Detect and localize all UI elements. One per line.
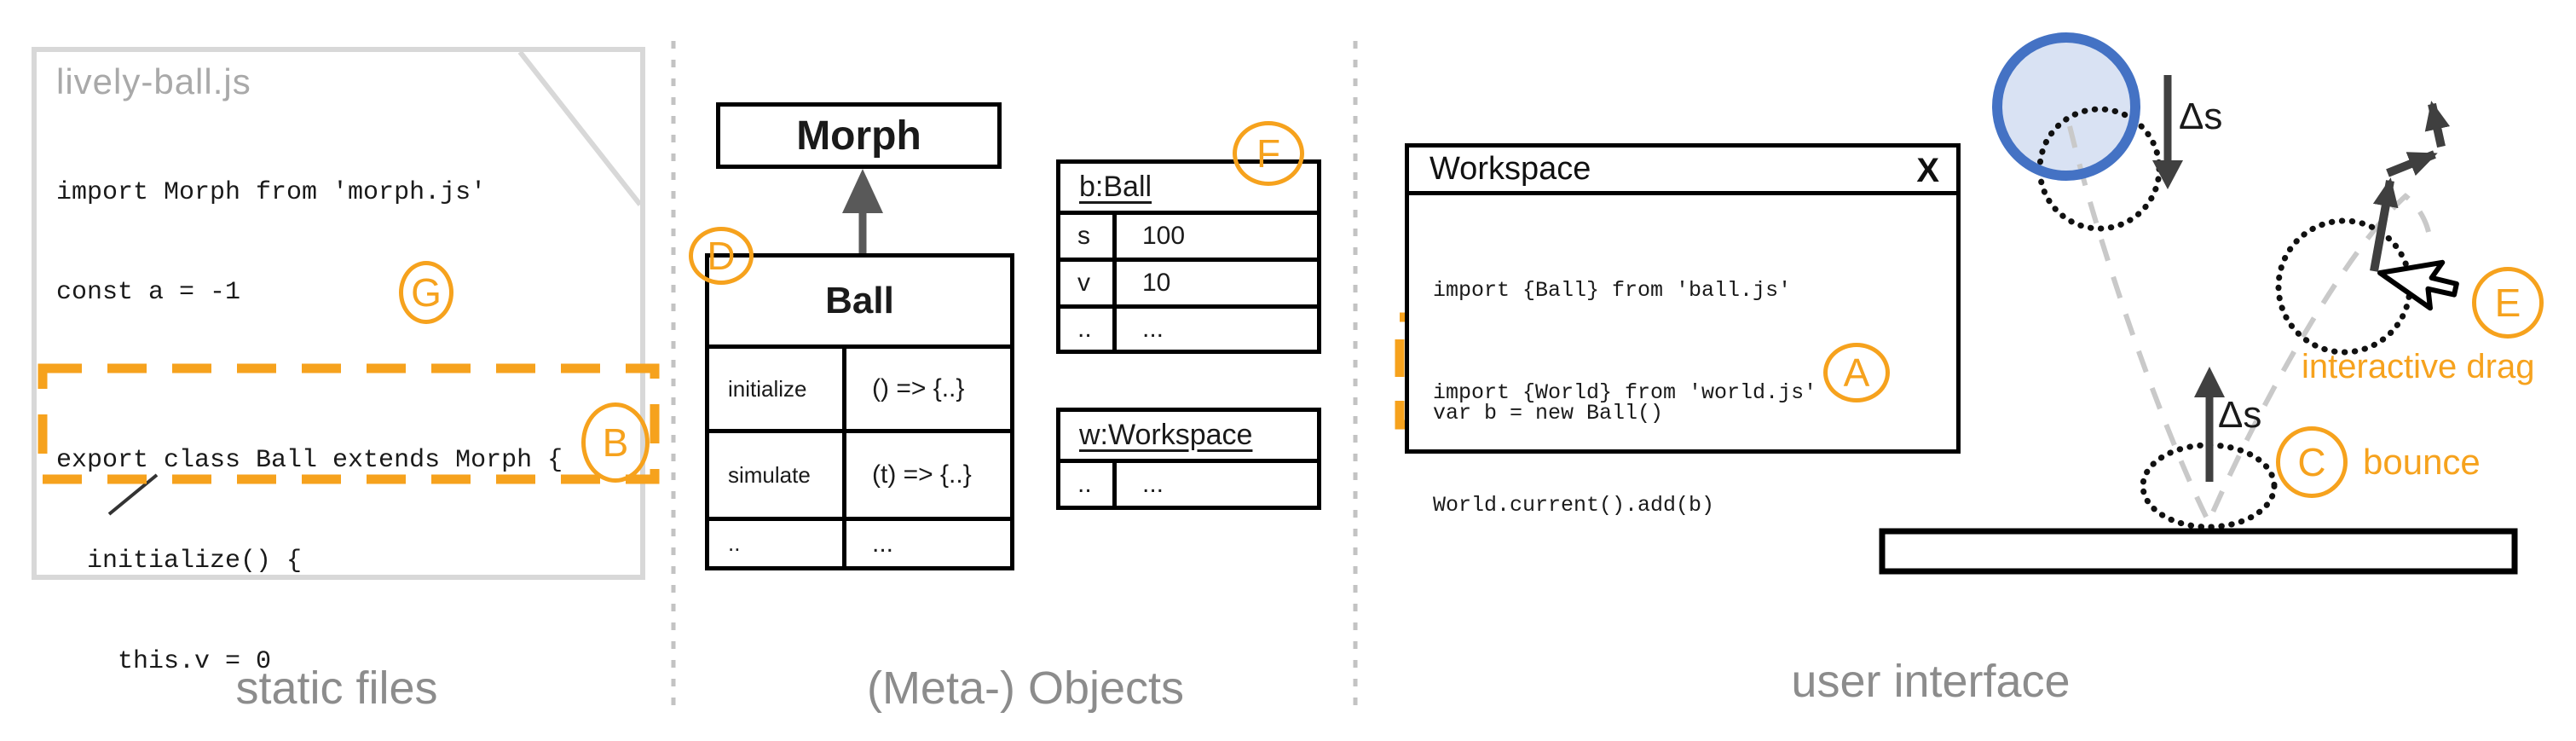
slot-name-cell: s	[1060, 215, 1117, 258]
slot-value-cell: ...	[1142, 470, 1164, 498]
drag-path-arrow-1	[2370, 177, 2399, 272]
cursor-icon	[2377, 259, 2459, 311]
interactive-drag-label: interactive drag	[2302, 348, 2535, 385]
file-title: lively-ball.js	[56, 61, 251, 101]
code-line: export class Ball extends Morph {	[56, 445, 563, 475]
b-ball-object-table: b:Ball s 100 v 10 .. ...	[1056, 159, 1321, 354]
slot-name-cell: ..	[1060, 309, 1117, 350]
morph-class-box: Morph	[716, 102, 1002, 169]
method-value-cell: (t) => {..}	[872, 460, 972, 489]
delta-s-label-bounce: Δs	[2218, 394, 2262, 436]
method-name-cell: ..	[709, 521, 846, 566]
table-row: .. ...	[709, 517, 1010, 566]
table-row: initialize () => {..}	[709, 344, 1010, 429]
ground-platform	[1879, 528, 2518, 575]
workspace-window-title: Workspace	[1430, 151, 1591, 187]
section-label-user-interface: user interface	[1791, 656, 2071, 707]
code-line: var b = new Ball()	[1433, 401, 1664, 425]
annotation-circle-b: B	[581, 402, 650, 483]
table-row: simulate (t) => {..}	[709, 429, 1010, 517]
method-value-cell: ...	[872, 529, 894, 558]
trajectory-path	[2067, 125, 2431, 529]
code-line: import {World} from 'world.js'	[1433, 380, 1817, 405]
delta-s-down-arrow-head	[2152, 160, 2183, 189]
annotation-circle-a: A	[1823, 343, 1890, 402]
annotation-circle-d: D	[689, 227, 754, 285]
code-line: import Morph from 'morph.js'	[56, 177, 487, 207]
drag-path-arrow-2	[2386, 150, 2438, 177]
ghost-ball-drag	[2275, 217, 2413, 356]
delta-s-up-arrow-head	[2194, 367, 2225, 397]
annotation-circle-c: C	[2276, 426, 2348, 498]
close-button[interactable]: X	[1916, 152, 1939, 189]
file-code-block: import Morph from 'morph.js' const a = -…	[56, 109, 563, 741]
method-name-cell: simulate	[709, 433, 846, 517]
annotation-circle-g: G	[399, 261, 453, 324]
workspace-eval-code[interactable]: var b = new Ball() World.current().add(b…	[1433, 337, 1714, 582]
drag-path-arrow-3	[2424, 101, 2451, 148]
code-line: initialize() {	[56, 546, 303, 576]
code-line: const a = -1	[56, 278, 241, 308]
w-workspace-object-title-text: w:Workspace	[1079, 419, 1253, 451]
code-line: World.current().add(b)	[1433, 493, 1715, 518]
annotation-circle-f: F	[1233, 121, 1304, 186]
section-label-meta-objects: (Meta-) Objects	[866, 663, 1185, 714]
annotation-circle-e: E	[2472, 267, 2544, 339]
b-ball-object-title: b:Ball	[1060, 164, 1317, 211]
section-label-static-files: static files	[235, 663, 438, 714]
file-shape	[32, 47, 645, 580]
code-line: this.v = 0	[56, 646, 272, 676]
inheritance-arrow-head	[842, 169, 883, 213]
workspace-titlebar[interactable]: Workspace X	[1409, 148, 1956, 195]
table-row: v 10	[1060, 258, 1317, 304]
slot-name-cell: ..	[1060, 463, 1117, 506]
bounce-label: bounce	[2363, 442, 2481, 482]
slot-value-cell: ...	[1142, 315, 1164, 343]
slot-value-cell: 10	[1142, 269, 1171, 297]
code-line: import {Ball} from 'ball.js'	[1433, 278, 1792, 303]
ball-class-table: Ball initialize () => {..} simulate (t) …	[705, 253, 1014, 570]
table-row: .. ...	[1060, 459, 1317, 506]
highlight-box-b	[38, 363, 660, 484]
w-workspace-object-title: w:Workspace	[1060, 412, 1317, 459]
table-row: .. ...	[1060, 304, 1317, 350]
ball-icon[interactable]	[1992, 32, 2140, 181]
w-workspace-object-table: w:Workspace .. ...	[1056, 408, 1321, 510]
method-name-cell: initialize	[709, 349, 846, 429]
file-fold-crease	[517, 50, 643, 206]
slot-name-cell: v	[1060, 262, 1117, 304]
ball-fill	[1997, 38, 2135, 176]
workspace-window: Workspace X import {Ball} from 'ball.js'…	[1405, 143, 1961, 518]
method-value-cell: () => {..}	[872, 374, 965, 402]
b-ball-object-title-text: b:Ball	[1079, 171, 1152, 203]
ball-class-title: Ball	[825, 280, 894, 321]
morph-class-title: Morph	[796, 113, 921, 159]
table-row: s 100	[1060, 211, 1317, 258]
workspace-import-code[interactable]: import {Ball} from 'ball.js' import {Wor…	[1433, 206, 1816, 478]
comment-strikethrough	[107, 473, 159, 516]
delta-s-label-fall: Δs	[2179, 96, 2223, 137]
slot-value-cell: 100	[1142, 222, 1186, 250]
